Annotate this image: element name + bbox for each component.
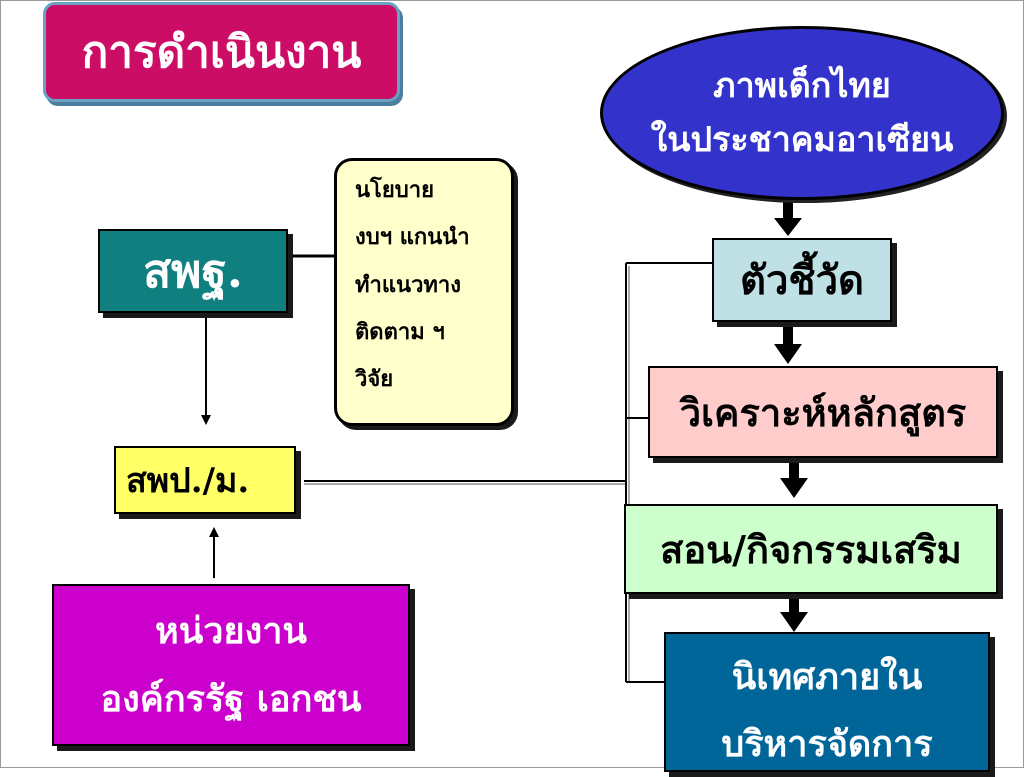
obec-label: สพฐ. (143, 243, 243, 298)
policy-item: นโยบาย (355, 177, 434, 203)
teaching-activities-label: สอน/กิจกรรมเสริม (660, 526, 962, 572)
policy-item: ทำแนวทาง (355, 271, 462, 298)
agency-line-1: หน่วยงาน (154, 609, 308, 652)
title-text: การดำเนินงาน (81, 27, 362, 78)
policy-item: วิจัย (355, 366, 394, 393)
indicator-label: ตัวชี้วัด (739, 257, 865, 304)
goal-line-1: ภาพเด็กไทย (713, 65, 891, 106)
supervision-line-2: บริหารจัดการ (721, 722, 933, 765)
arrow-teach-to-supervise (780, 598, 808, 632)
curriculum-analysis-box: วิเคราะห์หลักสูตร (648, 366, 998, 458)
goal-line-2: ในประชาคมอาเซียน (650, 120, 954, 160)
obec-box: สพฐ. (98, 229, 288, 313)
policy-box: นโยบาย งบฯ แกนนำ ทำแนวทาง ติดตาม ฯ วิจัย (334, 158, 514, 426)
arrow-indicator-to-analyze (774, 324, 802, 364)
agency-line-2: องค์กรรัฐ เอกชน (100, 678, 362, 720)
title-box: การดำเนินงาน (43, 2, 400, 102)
teaching-activities-box: สอน/กิจกรรมเสริม (624, 504, 998, 594)
area-office-label: สพป./ม. (126, 461, 250, 501)
policy-item: งบฯ แกนนำ (355, 224, 470, 251)
arrow-ellipse-to-indicator (774, 200, 802, 236)
agency-box: หน่วยงาน องค์กรรัฐ เอกชน (52, 584, 410, 746)
supervision-box: นิเทศภายใน บริหารจัดการ (664, 632, 990, 772)
supervision-line-1: นิเทศภายใน (731, 656, 923, 698)
policy-item: ติดตาม ฯ (355, 318, 445, 345)
curriculum-analysis-label: วิเคราะห์หลักสูตร (679, 389, 967, 435)
indicator-box: ตัวชี้วัด (712, 238, 892, 322)
area-office-box: สพป./ม. (114, 446, 296, 514)
goal-ellipse: ภาพเด็กไทย ในประชาคมอาเซียน (600, 26, 1004, 200)
arrow-analyze-to-teach (780, 458, 808, 498)
